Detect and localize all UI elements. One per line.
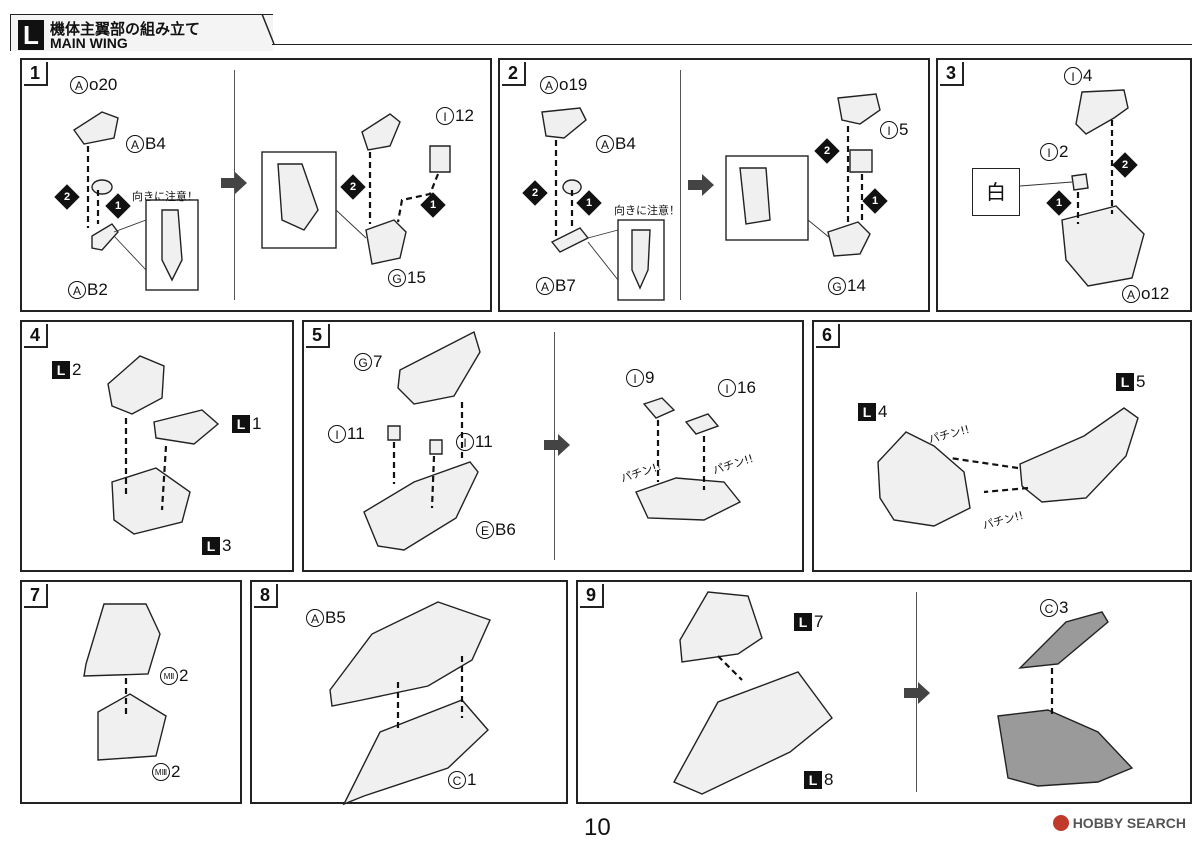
- step-number: 7: [24, 584, 48, 608]
- next-arrow-icon: [544, 434, 570, 456]
- order-badge: 1: [105, 193, 131, 219]
- step-number: 5: [306, 324, 330, 348]
- page-number: 10: [584, 814, 611, 841]
- order-badge: 1: [1046, 190, 1072, 216]
- section-title-en: MAIN WING: [50, 35, 128, 51]
- next-arrow-icon: [688, 174, 714, 196]
- order-badge: 2: [1112, 152, 1138, 178]
- caution-note: 向きに注意！: [132, 190, 198, 203]
- part-drawing: [363, 330, 742, 551]
- watermark-logo-icon: [1052, 815, 1069, 831]
- step-number: 1: [24, 62, 48, 86]
- part-drawing: [541, 93, 881, 301]
- watermark-text: HOBBY SEARCH: [1072, 815, 1186, 831]
- step-divider: [680, 70, 681, 300]
- watermark: HOBBY SEARCH: [1052, 815, 1186, 831]
- step-number: 6: [816, 324, 840, 348]
- header-rule: [272, 44, 1192, 45]
- white-color-note: 白: [972, 168, 1020, 216]
- part-drawing: [877, 407, 1139, 527]
- order-badge: 2: [814, 138, 840, 164]
- part-drawing: [1019, 89, 1145, 287]
- part-drawing: [73, 111, 451, 291]
- part-drawing: [673, 591, 1134, 795]
- part-drawing: [329, 601, 491, 806]
- section-letter: L: [18, 20, 44, 50]
- order-badge: 1: [862, 188, 888, 214]
- step-number: 3: [940, 62, 964, 86]
- section-header: [10, 14, 273, 51]
- order-badge: 1: [576, 190, 602, 216]
- section-title-jp: 機体主翼部の組み立て: [50, 20, 201, 38]
- step-number: 4: [24, 324, 48, 348]
- order-badge: 2: [54, 184, 80, 210]
- step-number: 9: [580, 584, 604, 608]
- next-arrow-icon: [221, 172, 247, 194]
- header-corner: [261, 13, 275, 45]
- order-badge: 1: [420, 192, 446, 218]
- part-drawing: [83, 603, 167, 761]
- step-number: 2: [502, 62, 526, 86]
- order-badge: 2: [522, 180, 548, 206]
- caution-note: 向きに注意！: [614, 204, 680, 217]
- next-arrow-icon: [904, 682, 930, 704]
- step-number: 8: [254, 584, 278, 608]
- order-badge: 2: [340, 174, 366, 200]
- part-drawing: [107, 355, 220, 535]
